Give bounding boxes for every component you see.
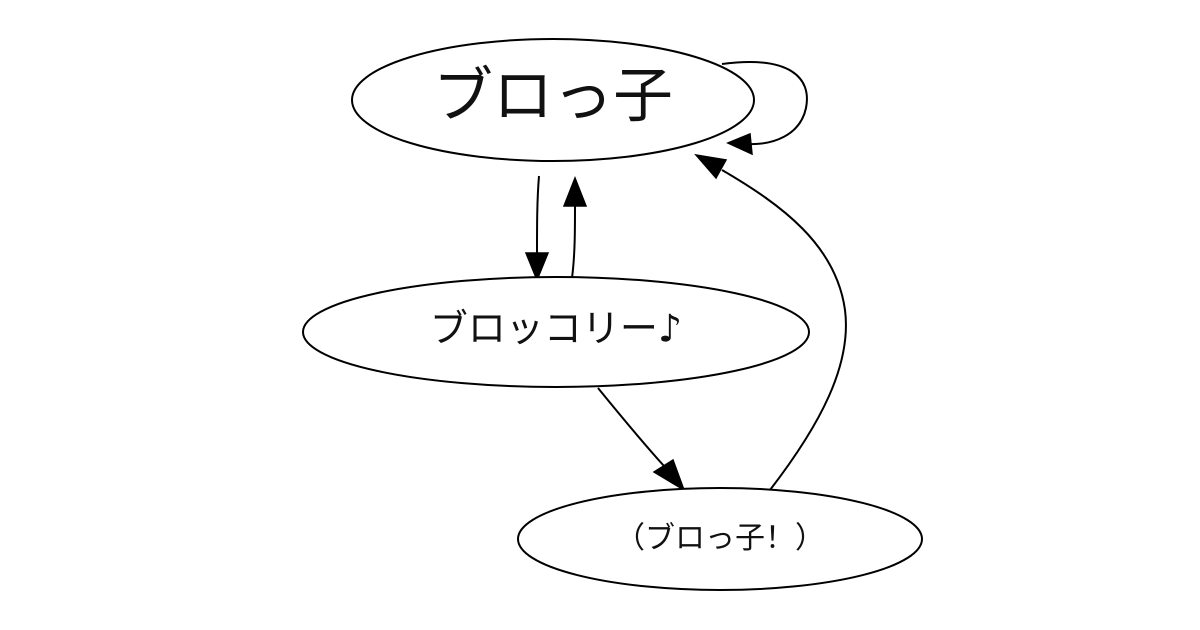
node-n2: ブロッコリー♪ — [302, 276, 810, 388]
node-n1-label: ブロっ子 — [433, 62, 673, 132]
edge-n1-to-n2 — [536, 175, 540, 256]
node-n3-label: （ブロっ子！） — [615, 521, 825, 556]
arrowhead-n3-to-n1 — [694, 153, 728, 180]
arrowhead-n2-to-n1 — [562, 175, 588, 207]
nodes: ブロっ子 ブロッコリー♪ （ブロっ子！） — [302, 38, 923, 591]
edge-n2-to-n3 — [597, 387, 665, 467]
node-n3-ellipse — [517, 487, 923, 591]
node-n2-label: ブロッコリー♪ — [430, 307, 682, 351]
edge-n3-to-n1 — [721, 169, 847, 491]
edges — [524, 61, 847, 492]
edge-n2-to-n1 — [571, 204, 576, 279]
arrowhead-n1-to-n1 — [726, 132, 753, 156]
node-n1-ellipse — [351, 38, 755, 162]
node-n3: （ブロっ子！） — [517, 487, 923, 591]
node-n1: ブロっ子 — [351, 38, 755, 162]
arrowhead-n2-to-n3 — [652, 458, 686, 492]
node-n2-ellipse — [302, 276, 810, 388]
arrowhead-n1-to-n2 — [524, 252, 550, 282]
edge-n1-to-n1 — [721, 61, 808, 146]
